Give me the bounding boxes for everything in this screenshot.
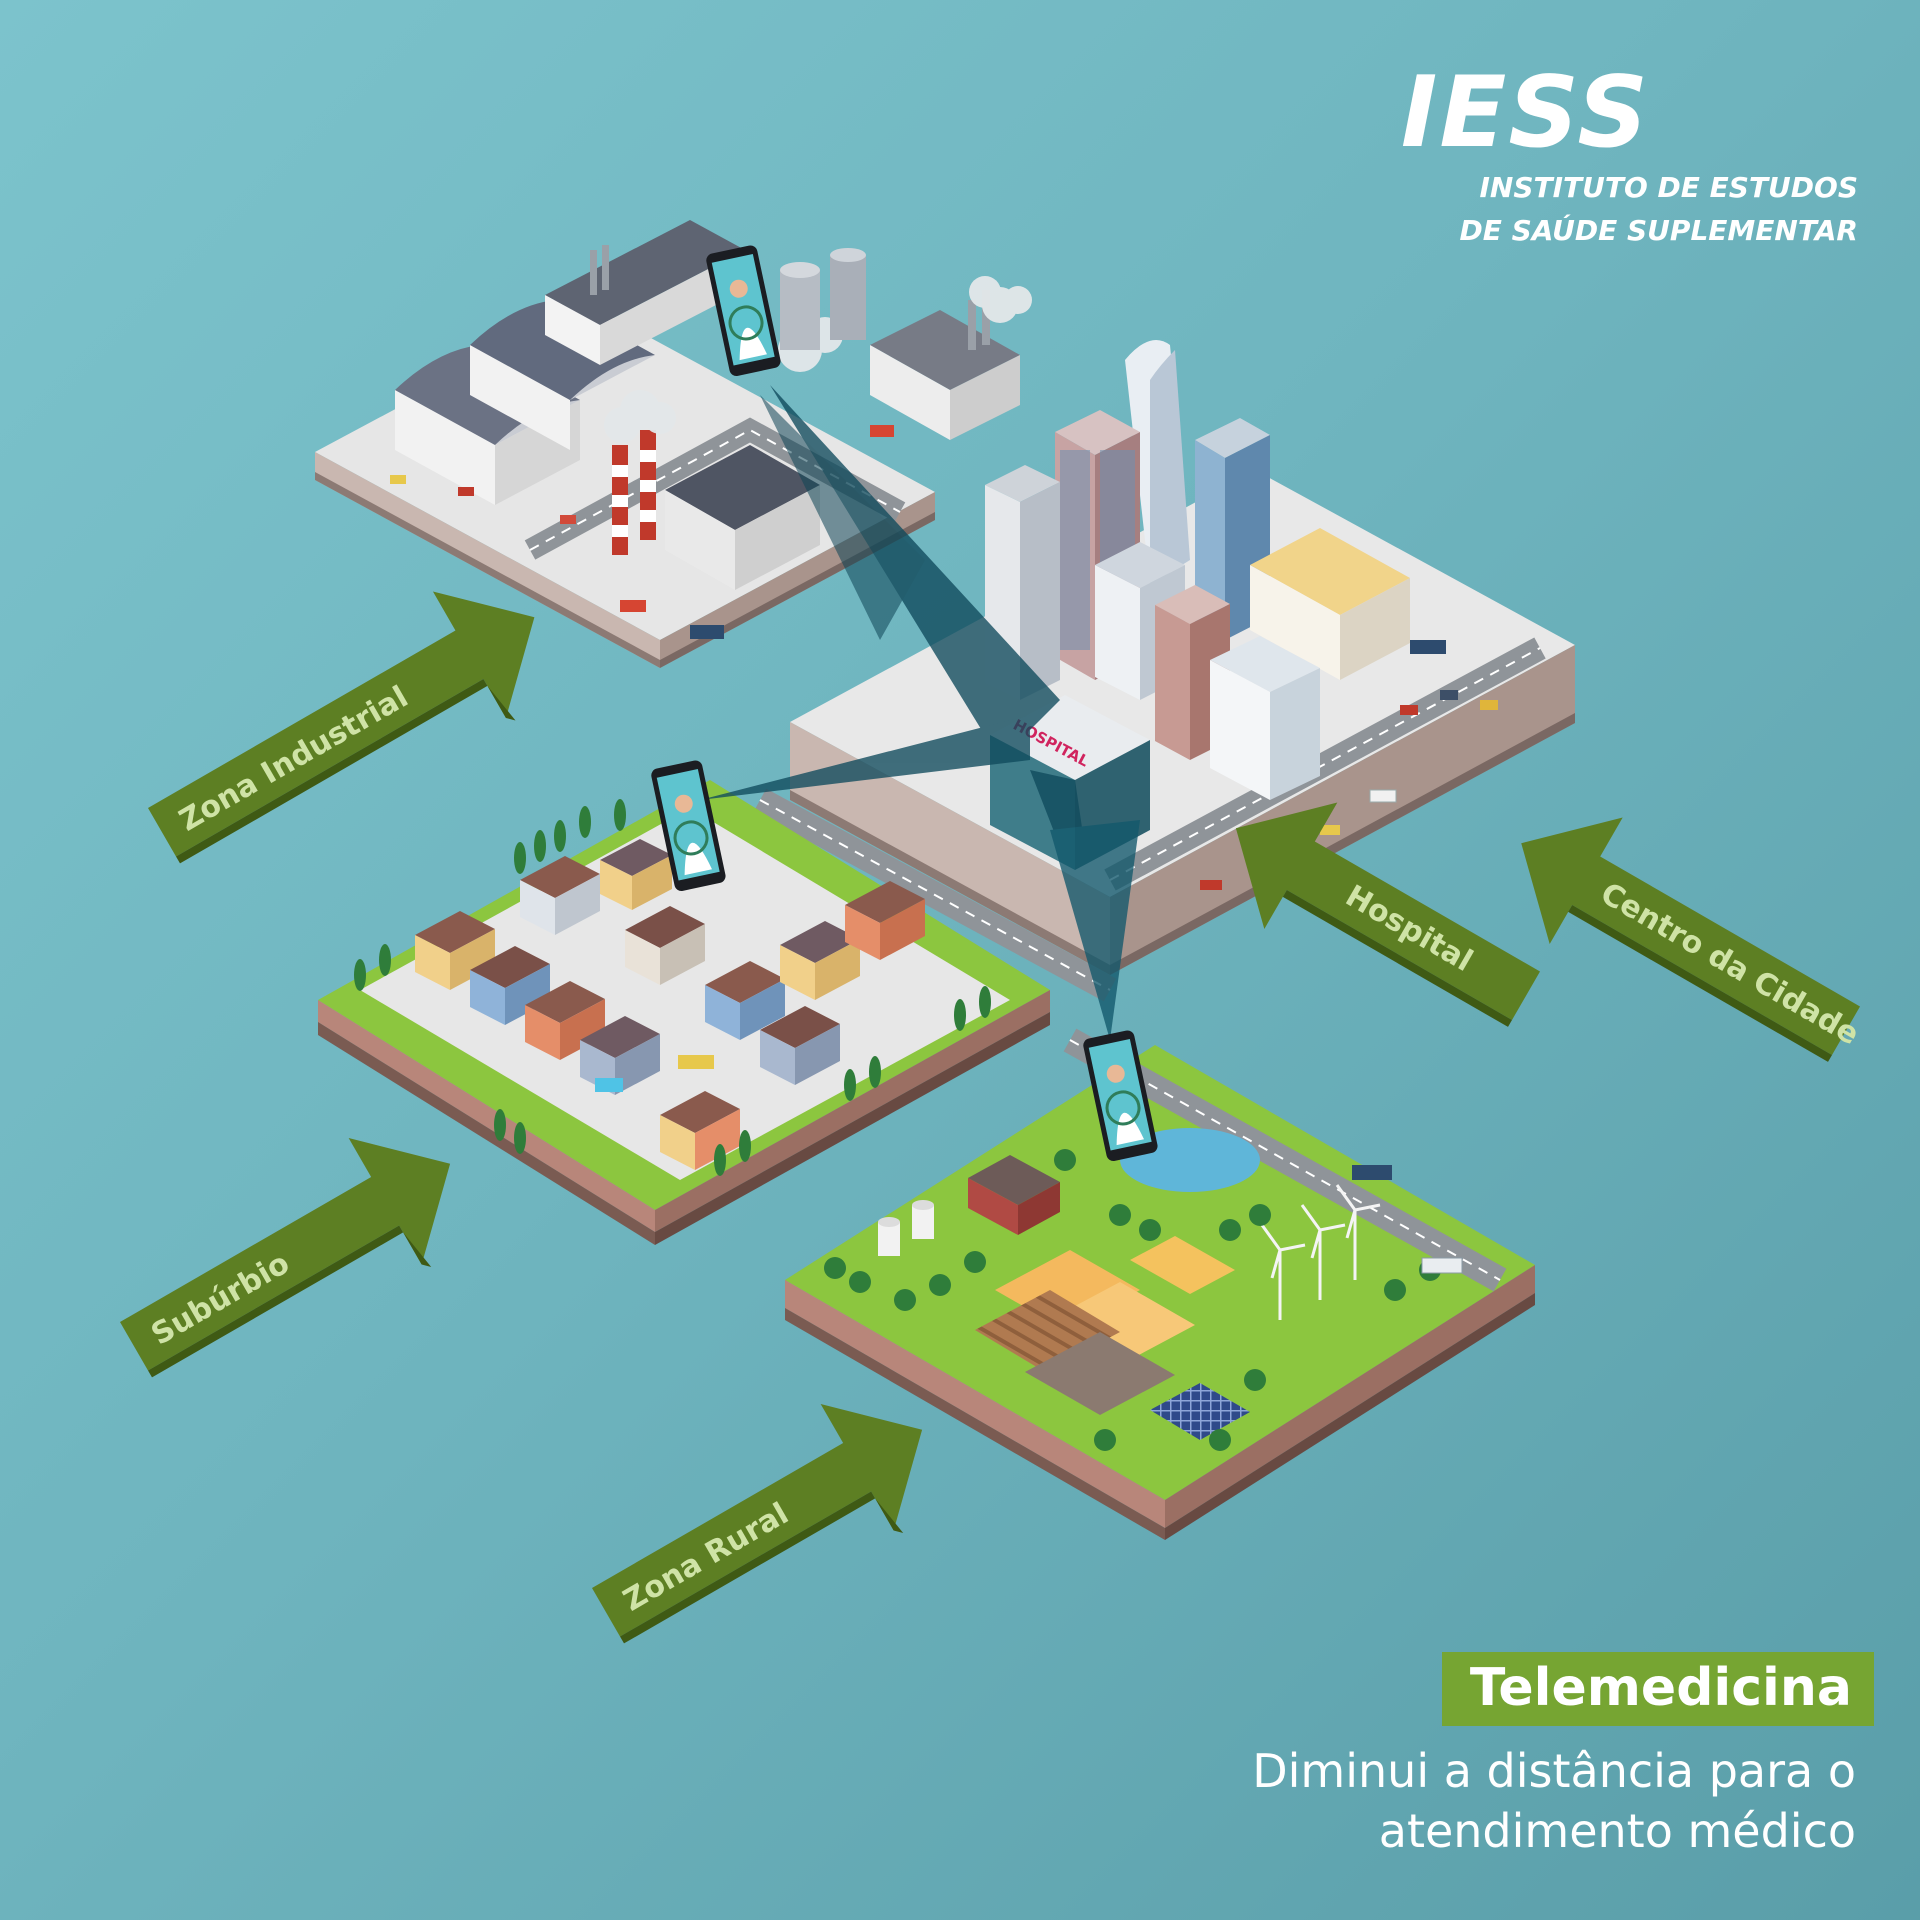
warehouse-building (470, 300, 655, 450)
grain-silos (878, 1200, 934, 1256)
logo-mark: IESS (1400, 56, 1650, 170)
smartphone-doctor-suburb (651, 760, 726, 891)
trees (354, 799, 991, 1176)
telemedicine-signal-beams (700, 385, 1140, 1040)
swimming-pool (595, 1078, 623, 1092)
smokestack (590, 245, 990, 555)
vehicles (1200, 640, 1498, 890)
storage-tanks (780, 248, 866, 350)
logo-name-line-1: INSTITUTO DE ESTUDOS (1479, 171, 1858, 204)
solar-panel-farm (1150, 1383, 1250, 1440)
skyscraper-white-tower (1125, 340, 1190, 585)
arrow-zona-rural: Zona Rural (592, 1404, 923, 1644)
caption-subtitle-line-1: Diminui a distância para o (1252, 1744, 1856, 1798)
suburb-tile (318, 780, 1050, 1245)
school-bus (678, 1055, 714, 1069)
crop-fields (975, 1236, 1235, 1415)
suburban-houses (415, 839, 925, 1170)
office-tower-grey (985, 465, 1060, 700)
vehicles (390, 425, 894, 639)
tour-bus (1352, 1165, 1392, 1180)
rural-zone-tile (785, 1028, 1535, 1540)
red-barn (968, 1155, 1060, 1235)
logo-name-line-2: DE SAÚDE SUPLEMENTAR (1459, 214, 1858, 247)
factory-building (870, 310, 1020, 440)
trees (824, 1149, 1441, 1451)
factory-building (545, 220, 745, 365)
smartphone-doctor-rural (1083, 1030, 1158, 1161)
smartphone-doctor-industrial (706, 245, 781, 376)
arrow-zona-industrial: Zona Industrial (148, 591, 535, 864)
glass-building-white (1210, 636, 1320, 800)
bus (1421, 1257, 1463, 1274)
label-zona-industrial: Zona Industrial (174, 679, 415, 838)
arrow-centro-da-cidade: Centro da Cidade (1521, 817, 1865, 1062)
caption-block: Telemedicina Diminui a distância para o … (1252, 1652, 1874, 1862)
arrow-suburbio: Subúrbio (120, 1138, 451, 1378)
factory-building (665, 445, 820, 590)
caption-title: Telemedicina (1441, 1652, 1874, 1726)
label-centro-da-cidade: Centro da Cidade (1595, 876, 1865, 1052)
shopping-mall-building (1250, 528, 1410, 680)
caption-subtitle-line-2: atendimento médico (1378, 1803, 1856, 1858)
city-center-tile: HOSPITAL (753, 340, 1575, 1002)
iess-logo: IESS INSTITUTO DE ESTUDOS DE SAÚDE SUPLE… (1401, 64, 1858, 248)
wind-turbines (1260, 1184, 1381, 1320)
